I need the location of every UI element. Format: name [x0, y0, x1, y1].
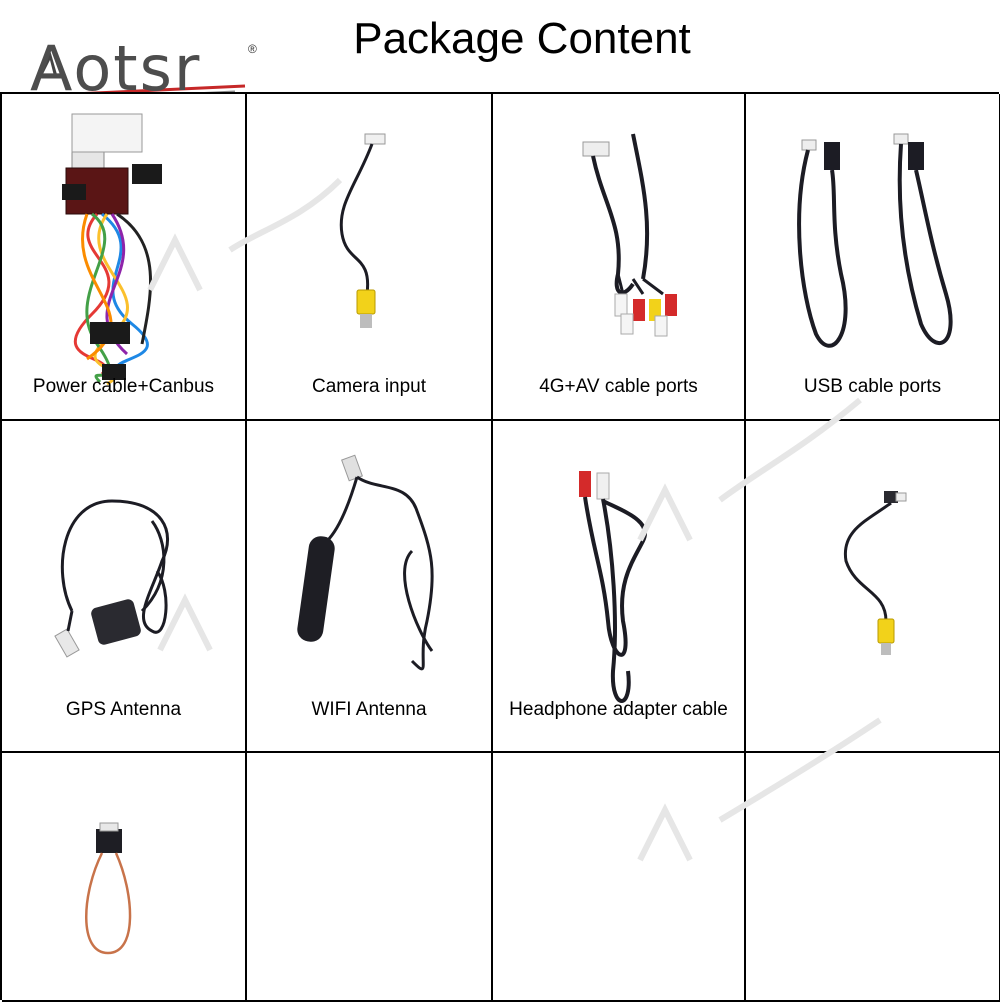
wifi-antenna-icon — [297, 454, 434, 671]
item-caption: Power cable+Canbus — [32, 376, 215, 397]
grid-cell-camera-input: Camera input — [247, 94, 493, 421]
grid-cell-fiber-loop — [2, 753, 247, 1002]
package-content-grid: Power cable+Canbus Camera input 4G+AV ca… — [0, 92, 1000, 1002]
grid-cell-power-cable: Power cable+Canbus — [2, 94, 247, 421]
wiring-harness-icon — [62, 113, 162, 386]
usb-cable-icon — [797, 133, 953, 348]
grid-cell-4g-av-cable: 4G+AV cable ports — [493, 94, 746, 421]
grid-cell-usb-cable: USB cable ports — [746, 94, 1000, 421]
grid-cell-gps-antenna: GPS Antenna — [2, 421, 247, 753]
grid-cell-empty — [493, 753, 746, 1002]
grid-cell-wifi-antenna: WIFI Antenna — [247, 421, 493, 753]
camera-cable-icon — [339, 133, 386, 328]
short-rca-cable-icon — [843, 491, 907, 655]
page-header: Aotsr ® Package Content — [0, 0, 1000, 121]
item-caption: Camera input — [311, 376, 427, 397]
fiber-loop-icon — [85, 822, 132, 955]
grid-cell-headphone-adapter: Headphone adapter cable — [493, 421, 746, 753]
item-caption: GPS Antenna — [65, 699, 182, 720]
item-caption: Headphone adapter cable — [509, 699, 728, 720]
gps-antenna-icon — [54, 499, 169, 658]
grid-cell-short-rca-cable — [746, 421, 1000, 753]
rca-cable-icon — [582, 133, 677, 337]
item-caption: 4G+AV cable ports — [539, 376, 698, 397]
page-title: Package Content — [353, 14, 691, 63]
item-caption: WIFI Antenna — [311, 699, 427, 720]
registered-mark: ® — [248, 42, 257, 56]
grid-cell-empty — [247, 753, 493, 1002]
grid-cell-empty — [746, 753, 1000, 1002]
item-caption: USB cable ports — [803, 376, 942, 397]
